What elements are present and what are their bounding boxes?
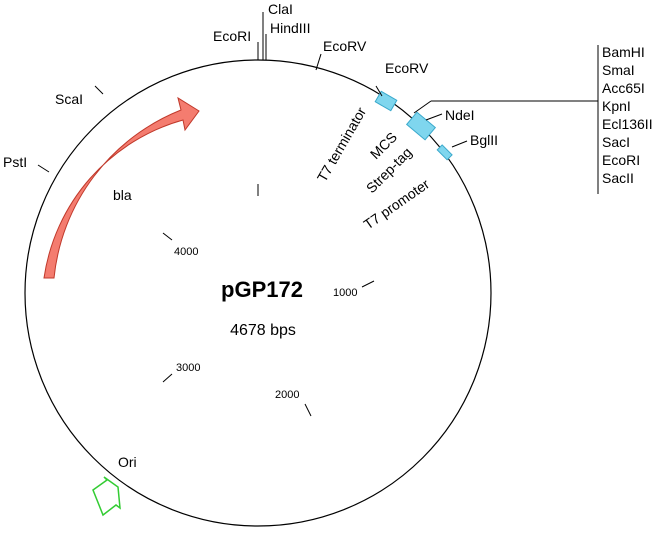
tick-label-1000: 1000 — [333, 287, 357, 299]
mcs-site-acc65i: Acc65I — [602, 80, 645, 96]
feature-label-ori: Ori — [118, 454, 137, 470]
tick-4000-mark — [162, 232, 173, 241]
ecorv-2-marker — [375, 85, 383, 97]
site-label-ecorv-1: EcoRV — [323, 38, 367, 54]
tick-label-3000: 3000 — [176, 362, 200, 374]
mcs-site-ecl136ii: Ecl136II — [602, 116, 653, 132]
site-label-bglii: BglII — [470, 132, 498, 148]
mcs-site-bamhi: BamHI — [602, 44, 645, 60]
ori-arrow — [92, 476, 121, 517]
site-label-ndei: NdeI — [445, 107, 475, 123]
tick-3000-mark — [162, 373, 173, 383]
site-label-scai: ScaI — [55, 91, 83, 107]
site-label-ecorv-2: EcoRV — [385, 60, 429, 76]
plasmid-size: 4678 bps — [230, 322, 296, 339]
scale-ticks — [162, 184, 375, 417]
bglii-marker — [451, 140, 468, 148]
plasmid-name: pGP172 — [221, 277, 303, 302]
t7-promoter-box — [436, 144, 453, 161]
mcs-site-sacii: SacII — [602, 170, 634, 186]
psti-marker — [37, 164, 50, 173]
scai-marker — [94, 85, 104, 95]
bla-arrow — [43, 96, 200, 279]
site-label-clai: ClaI — [268, 1, 293, 17]
mcs-site-kpni: KpnI — [602, 98, 631, 114]
tick-2000-mark — [304, 403, 312, 417]
site-markers — [37, 12, 599, 194]
mcs-site-smai: SmaI — [602, 62, 635, 78]
tick-1000-mark — [361, 280, 375, 288]
site-label-ecori: EcoRI — [213, 28, 251, 44]
mcs-strep-box — [405, 111, 437, 141]
feature-label-t7-terminator: T7 terminator — [314, 104, 370, 184]
tick-label-4000: 4000 — [174, 246, 198, 258]
site-label-psti: PstI — [3, 154, 27, 170]
t7-terminator-box — [374, 90, 398, 112]
site-label-hindiii: HindIII — [270, 20, 310, 36]
ecorv-1-marker — [315, 53, 322, 71]
mcs-leader-line — [413, 100, 432, 114]
mcs-site-list: BamHI SmaI Acc65I KpnI Ecl136II SacI Eco… — [602, 44, 653, 186]
mcs-site-ecori: EcoRI — [602, 152, 640, 168]
feature-label-bla: bla — [113, 187, 132, 203]
tick-label-2000: 2000 — [275, 389, 299, 401]
mcs-site-saci: SacI — [602, 134, 630, 150]
ndei-marker — [425, 113, 443, 121]
